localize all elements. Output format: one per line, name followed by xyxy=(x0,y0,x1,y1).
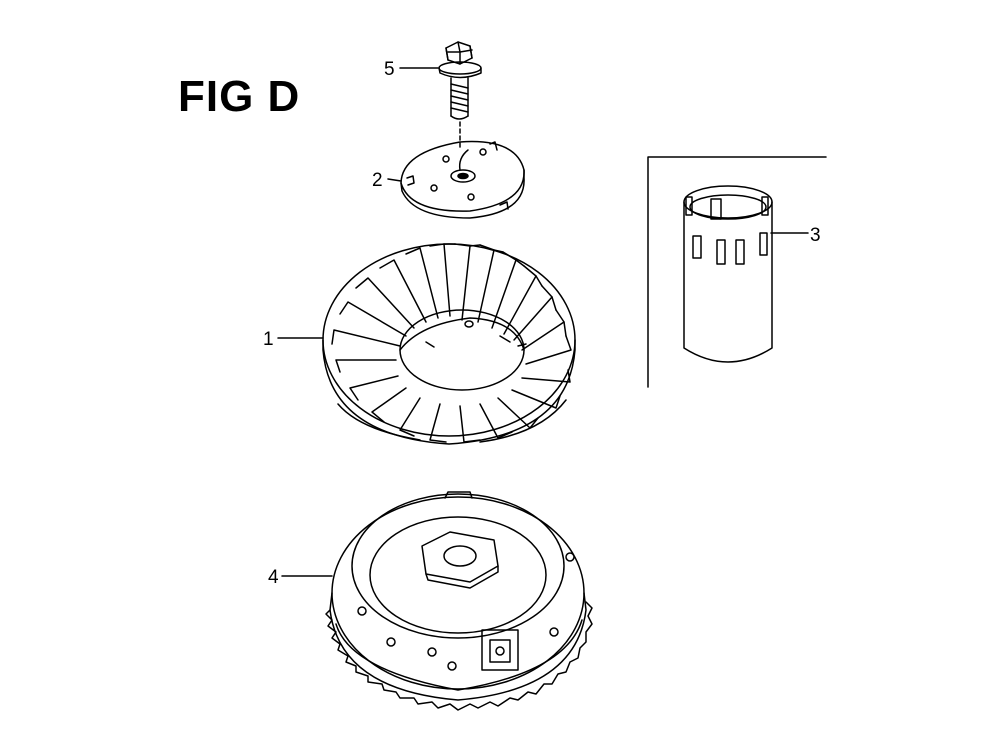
collar-sleeve xyxy=(684,186,772,362)
figure-title: FIG D xyxy=(178,72,301,121)
inset-frame xyxy=(648,157,826,387)
flywheel xyxy=(326,492,592,710)
callout-5: 5 xyxy=(384,59,395,80)
callout-2: 2 xyxy=(372,170,383,191)
cooling-fan xyxy=(323,244,575,444)
callout-4: 4 xyxy=(268,567,279,588)
leader-lines xyxy=(278,68,808,576)
callout-1: 1 xyxy=(263,329,274,350)
callout-3: 3 xyxy=(810,225,821,246)
fan-plate xyxy=(401,142,524,218)
flange-bolt xyxy=(439,42,481,150)
